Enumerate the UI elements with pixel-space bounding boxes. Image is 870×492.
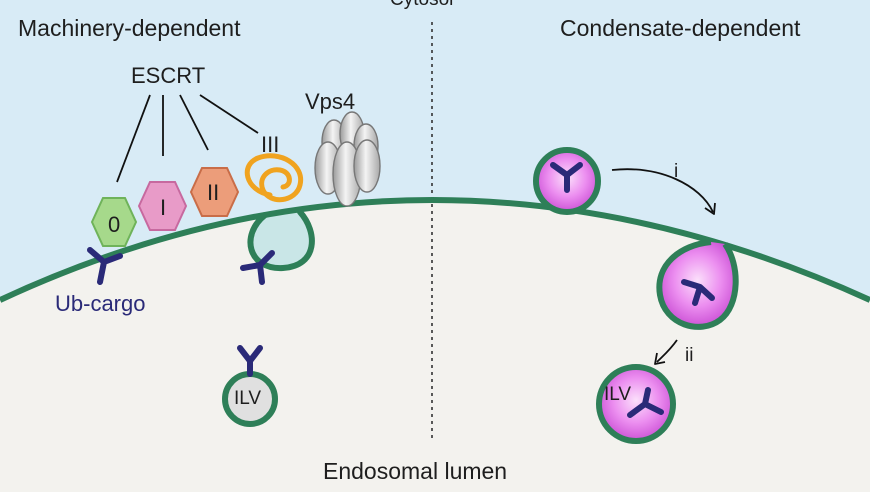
ub-cargo-label: Ub-cargo [55,291,146,316]
escrt-i-label: I [160,195,167,220]
budding-vesicle [247,209,315,272]
cargo-in-condensate-ilv [627,387,664,418]
cargo-in-condensate [550,162,583,193]
arrow-i [611,168,716,215]
cargo-in-invagination [681,279,715,306]
machinery-dependent-title: Machinery-dependent [18,15,241,41]
escrt-0-subunit [90,197,138,247]
vps4-label: Vps4 [305,89,356,114]
ilv-label-left: ILV [234,388,262,409]
escrt-0-label: 0 [108,212,121,237]
escrt-ii-subunit [189,167,240,217]
condensate-dependent-title: Condensate-dependent [560,15,801,41]
endosomal-lumen-label: Endosomal lumen [323,458,508,484]
escrt-connectors [116,94,259,183]
escrt-label: ESCRT [131,63,206,88]
cargo-in-bud [240,250,275,285]
condensate-ilv [596,364,676,444]
arrow-ii [654,339,678,365]
escrt-ii-label: II [207,180,220,205]
cytosol-label: Cytosol [390,0,453,9]
step-ii-label: ii [685,345,694,366]
ilv-label-right: ILV [604,384,632,405]
ub-cargo-membrane [87,247,123,285]
escrt-iii-spiral [244,153,304,202]
escrt-i-subunit [137,181,188,231]
endosome-membrane [0,197,870,303]
cargo-on-ilv [237,345,263,377]
step-i-label: i [674,161,679,182]
vps4-complex [314,111,381,207]
escrt-iii-label: III [261,132,280,157]
